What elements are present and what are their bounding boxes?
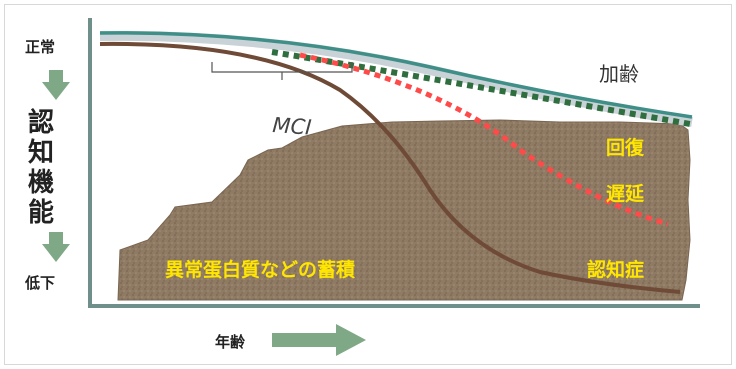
y-arrow-down-lower-icon (42, 232, 70, 262)
x-axis-label: 年齢 (215, 333, 246, 351)
delay-label: 遅延 (606, 183, 645, 205)
recovery-label: 回復 (606, 136, 645, 159)
accumulation-label: 異常蛋白質などの蓄積 (165, 258, 355, 281)
y-axis-title-char-3: 機 (27, 168, 54, 198)
aging-band (99, 30, 693, 127)
aging-label: 加齢 (599, 62, 639, 86)
dementia-label: 認知症 (587, 258, 644, 281)
y-axis-title-char-1: 認 (27, 108, 54, 138)
y-axis-title-char-2: 知 (27, 138, 54, 168)
y-arrow-down-upper-icon (42, 70, 70, 100)
x-arrow-right-icon (272, 324, 366, 356)
mci-bracket (211, 62, 353, 80)
aging-line (99, 31, 693, 119)
y-axis-bottom-label: 低下 (24, 274, 55, 292)
delay-line (299, 52, 669, 227)
y-axis-top-label: 正常 (24, 38, 55, 56)
protein-accumulation-area (117, 119, 691, 301)
dementia-line (99, 41, 681, 294)
y-axis-title-char-4: 能 (27, 198, 54, 228)
mci-label: MCI (272, 113, 313, 140)
